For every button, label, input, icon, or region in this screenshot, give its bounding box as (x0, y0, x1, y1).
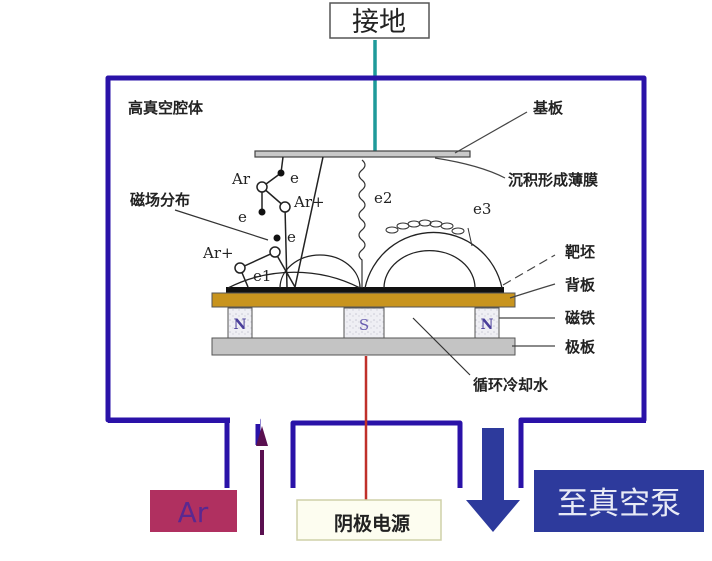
chamber-label: 高真空腔体 (128, 99, 204, 117)
e3-label: e3 (473, 200, 491, 218)
argon-arrow-head (256, 426, 268, 446)
cooling-water-leader (412, 317, 471, 376)
electron-dot (277, 169, 285, 177)
ar-plus-label-2: Ar+ (202, 244, 234, 262)
magnet-n-right-label: N (481, 317, 494, 333)
field-arc-left-inner (279, 254, 361, 289)
film-label: 沉积形成薄膜 (508, 171, 598, 189)
magnet-s-label: S (359, 316, 369, 334)
electrode-plate-label: 极板 (565, 338, 596, 356)
ar-plus-label-1: Ar+ (293, 193, 325, 211)
substrate-label: 基板 (532, 99, 564, 117)
vacuum-pump-label: 至真空泵 (557, 486, 681, 522)
cathode-power-box (296, 499, 442, 541)
e2-label: e2 (374, 189, 392, 207)
target-plate (226, 287, 504, 293)
magnetic-field-label: 磁场分布 (130, 191, 190, 209)
electron-dot (258, 208, 266, 216)
magnet-n-left (227, 307, 253, 339)
magnetic-field-leader (174, 209, 269, 241)
e1-label: e1 (253, 267, 271, 285)
ar-label: Ar (231, 170, 251, 188)
cooling-water-label: 循环冷却水 (473, 376, 549, 394)
magnet-s (343, 307, 385, 339)
substrate (254, 150, 471, 158)
magnet-label: 磁铁 (565, 309, 595, 327)
ar-collision-group (234, 156, 324, 288)
electron-e3-path (385, 219, 473, 247)
electron-e2-path (358, 159, 366, 288)
target-leader (502, 254, 556, 286)
field-arc-right-inner (383, 249, 476, 289)
vacuum-pump-box (534, 470, 704, 532)
chamber-wall-inner (290, 420, 463, 445)
e-label-1: e (290, 169, 299, 187)
backing-plate (211, 292, 516, 308)
e-label-3: e (287, 228, 296, 246)
substrate-leader (454, 111, 528, 154)
electrode-plate (211, 337, 516, 356)
magnet-n-left-label: N (234, 317, 247, 333)
pump-arrow-head (466, 500, 520, 532)
ground-label: 接地 (352, 7, 406, 38)
argon-inlet-label: Ar (178, 496, 209, 529)
field-arc-left-outer (227, 271, 361, 289)
backing-plate-label: 背板 (565, 276, 596, 294)
ground-label-box (329, 2, 430, 39)
field-arc-right-outer (364, 231, 503, 289)
magnet-n-right (474, 307, 500, 339)
cathode-power-label: 阴极电源 (334, 512, 410, 535)
target-label: 靶坯 (565, 243, 595, 261)
argon-inlet-box (150, 490, 237, 532)
backing-plate-leader (509, 283, 556, 299)
film-leader (434, 157, 506, 179)
pump-arrow-shaft (482, 428, 504, 500)
electron-dot (273, 234, 281, 242)
e-label-2: e (238, 208, 247, 226)
